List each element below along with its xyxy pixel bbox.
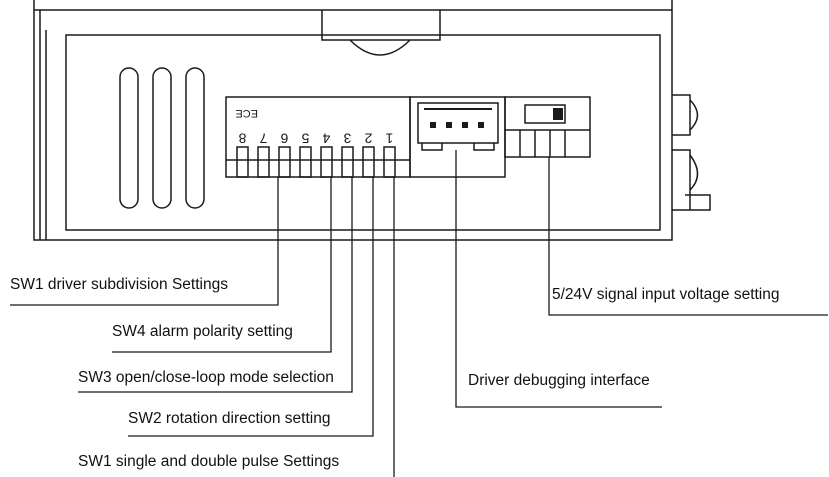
label-signal-voltage: 5/24V signal input voltage setting <box>552 286 780 303</box>
vent-slot-1 <box>119 67 139 209</box>
connector-pin-3 <box>462 122 468 128</box>
label-sw3-loop: SW3 open/close-loop mode selection <box>78 369 334 386</box>
label-sw2-direction: SW2 rotation direction setting <box>128 410 331 427</box>
label-debug-interface: Driver debugging interface <box>468 372 650 389</box>
voltage-switch-knob <box>553 108 563 120</box>
dip-switch-8 <box>236 146 249 178</box>
vent-slot-3 <box>185 67 205 209</box>
dip-switch-3 <box>341 146 354 178</box>
leader-sw1-subdivision <box>10 177 279 306</box>
right-connector <box>672 94 711 211</box>
dip-switch-2 <box>362 146 375 178</box>
dip-switch-6 <box>278 146 291 178</box>
voltage-selector <box>504 96 591 158</box>
label-sw1-subdivision: SW1 driver subdivision Settings <box>10 276 228 293</box>
housing-outline <box>33 0 673 241</box>
leader-sw4-alarm <box>112 177 332 353</box>
label-sw4-alarm: SW4 alarm polarity setting <box>112 323 293 340</box>
leader-sw3-loop <box>78 177 353 393</box>
connector-pin-2 <box>446 122 452 128</box>
connector-pin-1 <box>430 122 436 128</box>
dip-switch-5 <box>299 146 312 178</box>
dip-switch-1 <box>383 146 396 178</box>
label-sw1-pulse: SW1 single and double pulse Settings <box>78 453 340 470</box>
dip-brand-label: ECE <box>235 107 258 119</box>
dip-switch-levers <box>236 146 396 178</box>
dip-number-7: 7 <box>259 130 267 146</box>
leader-sw2-direction <box>128 177 374 437</box>
dip-number-2: 2 <box>364 130 372 146</box>
dip-switch-7 <box>257 146 270 178</box>
connector-pin-4 <box>478 122 484 128</box>
dip-number-5: 5 <box>301 130 309 146</box>
leader-signal-voltage <box>548 157 828 316</box>
dip-switch-4 <box>320 146 333 178</box>
dip-number-8: 8 <box>238 130 246 146</box>
dip-number-3: 3 <box>343 130 351 146</box>
dip-number-1: 1 <box>385 130 393 146</box>
top-bracket <box>321 10 441 56</box>
dip-number-6: 6 <box>280 130 288 146</box>
vent-slot-2 <box>152 67 172 209</box>
leader-debug-interface <box>455 150 662 408</box>
connector-rail <box>424 108 492 110</box>
dip-number-4: 4 <box>322 130 330 146</box>
